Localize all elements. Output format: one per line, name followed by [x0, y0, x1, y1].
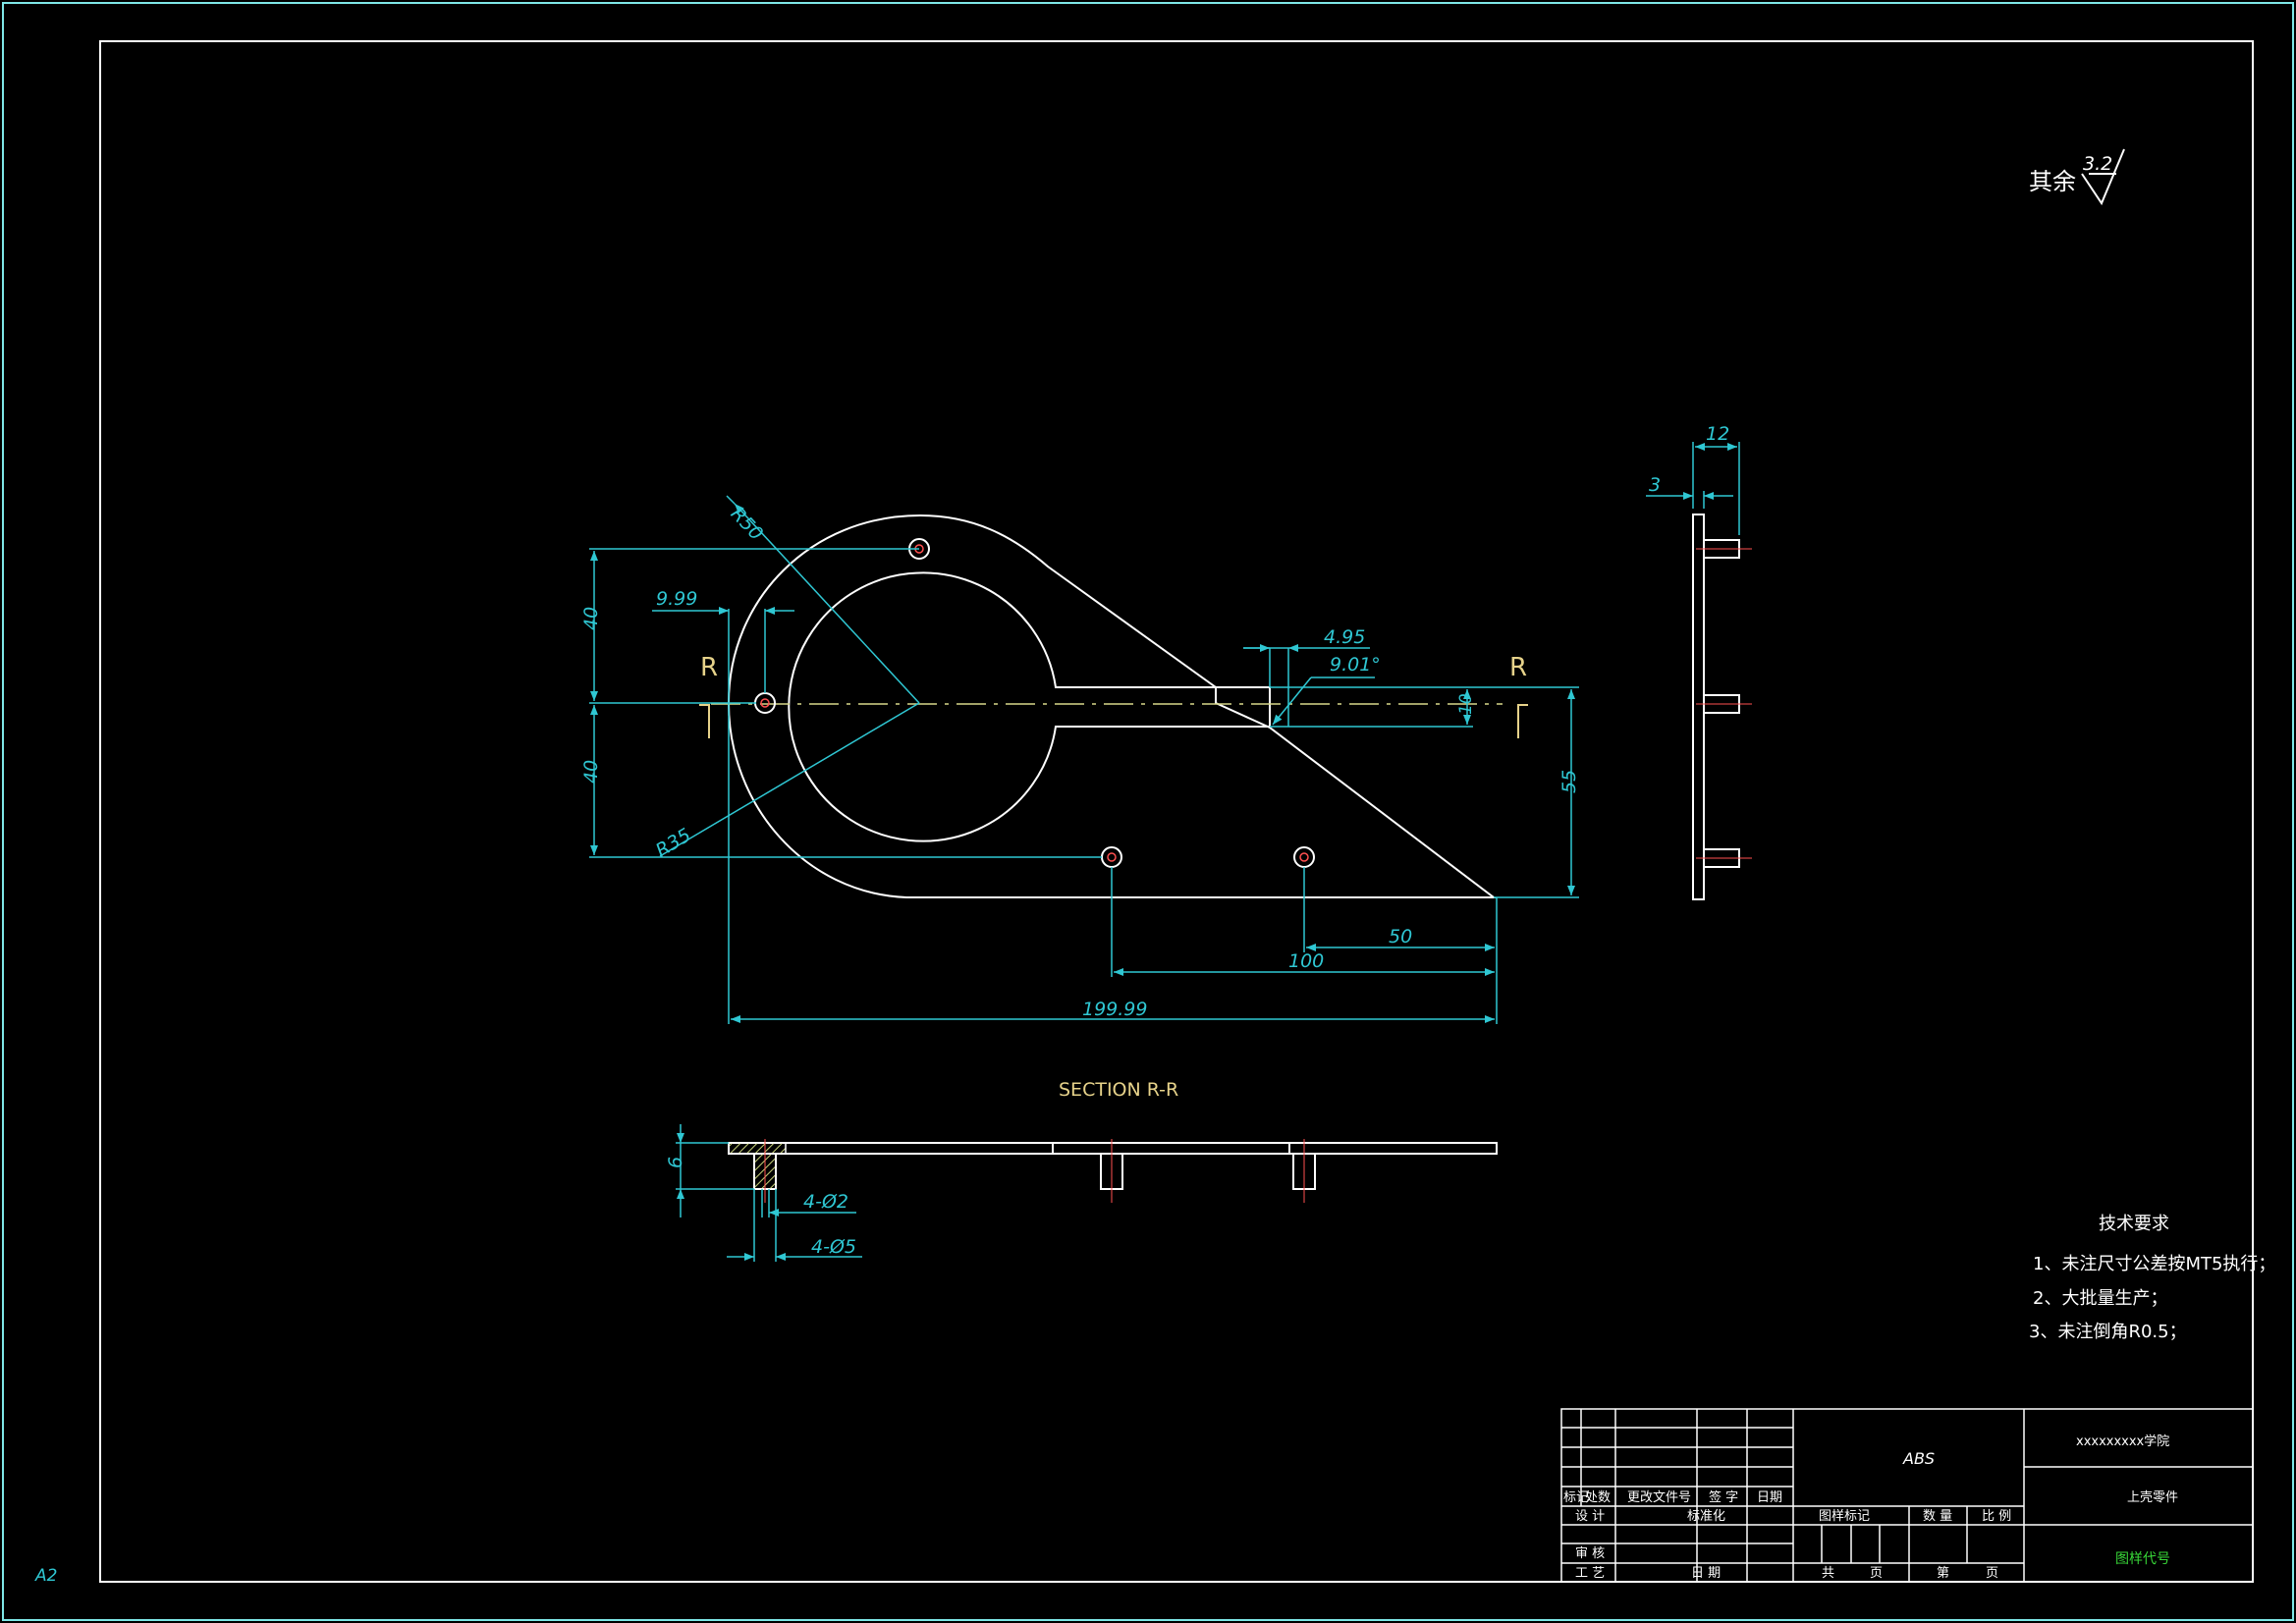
section-title: SECTION R-R — [1059, 1079, 1178, 1101]
dim-r50: R50 — [727, 503, 768, 544]
side-view — [1692, 514, 1740, 900]
tb-design: 设 计 — [1575, 1509, 1605, 1524]
section-dimension-lines — [676, 1124, 862, 1262]
tb-sheet-no: 第 — [1937, 1566, 1949, 1581]
section-dim-phi2: 4-Ø2 — [803, 1191, 848, 1213]
tb-part-name: 上壳零件 — [2127, 1490, 2178, 1505]
tb-review: 审 核 — [1575, 1546, 1605, 1561]
side-view-centerlines — [1696, 548, 1752, 859]
tb-rev-mark: 标记 — [1563, 1490, 1589, 1505]
dim-r35: R35 — [652, 824, 694, 861]
tb-process: 工 艺 — [1575, 1566, 1605, 1581]
dim-199-99: 199.99 — [1082, 999, 1147, 1020]
dim-4-95: 4.95 — [1324, 626, 1365, 648]
tb-stage-mark: 图样标记 — [1819, 1509, 1870, 1524]
inner-frame — [99, 40, 2254, 1583]
section-marks — [699, 704, 1528, 738]
tb-rev-doc: 更改文件号 — [1627, 1490, 1691, 1505]
dim-50: 50 — [1389, 926, 1412, 947]
tb-quantity: 数 量 — [1923, 1509, 1952, 1524]
tech-item-1: 1、未注尺寸公差按MT5执行； — [2033, 1254, 2275, 1274]
mounting-holes — [754, 538, 1315, 868]
tb-standardization: 标准化 — [1687, 1509, 1725, 1524]
tb-rev-sign: 签 字 — [1709, 1489, 1738, 1505]
side-dimension-lines — [1646, 442, 1740, 535]
dim-10: 10 — [1456, 693, 1476, 715]
dim-100: 100 — [1288, 950, 1324, 972]
dim-40-bottom: 40 — [580, 760, 602, 784]
tb-material: ABS — [1902, 1449, 1935, 1468]
hole-bottom-2 — [1293, 846, 1315, 868]
tb-total: 共 — [1822, 1566, 1834, 1581]
main-view-outline — [727, 514, 1497, 898]
section-view — [728, 1142, 1498, 1190]
section-dim-phi5: 4-Ø5 — [811, 1236, 856, 1258]
side-dim-12: 12 — [1706, 423, 1729, 445]
title-block-text: 标记 处数 更改文件号 签 字 日期 设 计 标准化 审 核 工 艺 日 期 图… — [1563, 1434, 2178, 1581]
roughness-prefix: 其余 — [2029, 168, 2076, 195]
dim-angle: 9.01° — [1330, 654, 1381, 676]
tb-page-1: 页 — [1870, 1566, 1883, 1581]
section-hatch — [728, 1142, 787, 1155]
title-block — [1560, 1408, 2254, 1583]
section-centerlines — [764, 1139, 1305, 1203]
tech-item-3: 3、未注倒角R0.5； — [2029, 1322, 2187, 1342]
tb-school: xxxxxxxxx学院 — [2076, 1434, 2169, 1449]
tb-rev-date: 日期 — [1757, 1490, 1782, 1505]
roughness-value: 3.2 — [2083, 153, 2112, 175]
main-dimension-lines — [589, 495, 1579, 1024]
section-mark-right: R — [1509, 653, 1527, 682]
tb-drawing-code: 图样代号 — [2115, 1551, 2170, 1567]
side-dim-3: 3 — [1649, 474, 1661, 496]
tb-date: 日 期 — [1691, 1566, 1721, 1581]
tech-requirements: 技术要求 1、未注尺寸公差按MT5执行； 2、大批量生产； 3、未注倒角R0.5… — [2029, 1214, 2275, 1342]
section-mark-left: R — [700, 653, 718, 682]
tech-item-2: 2、大批量生产； — [2033, 1288, 2167, 1309]
dim-40-top: 40 — [580, 607, 602, 630]
sheet-size-label: A2 — [34, 1566, 57, 1586]
hole-left — [754, 692, 776, 714]
tb-page-2: 页 — [1986, 1566, 1998, 1581]
tb-scale: 比 例 — [1982, 1509, 2011, 1524]
dim-9-99: 9.99 — [656, 588, 697, 610]
roughness-symbol: 其余 3.2 — [2029, 148, 2125, 206]
hole-bottom-1 — [1101, 846, 1122, 868]
tech-title: 技术要求 — [2099, 1214, 2169, 1234]
tb-rev-count: 处数 — [1585, 1490, 1611, 1505]
dim-55: 55 — [1558, 770, 1580, 793]
section-dim-6: 6 — [665, 1157, 686, 1168]
